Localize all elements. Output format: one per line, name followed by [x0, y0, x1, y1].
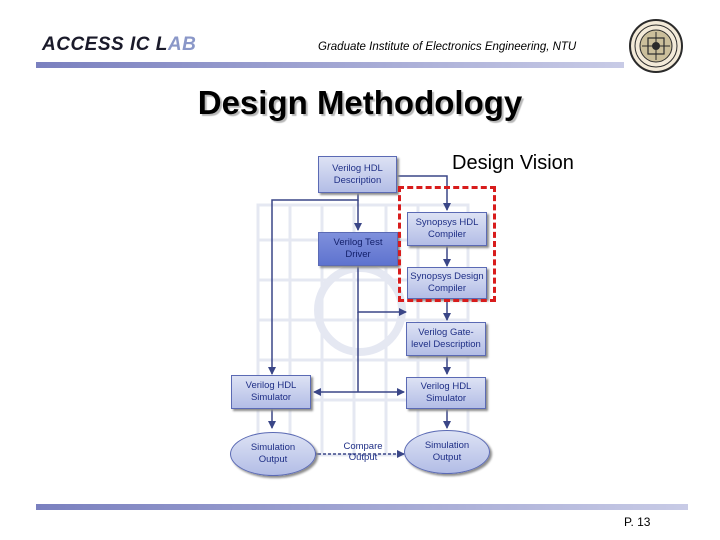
design-vision-highlight	[398, 186, 496, 302]
header-divider	[36, 62, 624, 68]
synopsys-hdl-compiler-box: Synopsys HDL Compiler	[407, 212, 487, 246]
institute-name: Graduate Institute of Electronics Engine…	[318, 41, 577, 53]
lab-name-tail: AB	[167, 34, 197, 55]
page-number: P. 13	[624, 515, 651, 529]
verilog-hdl-simulator-box-left: Verilog HDL Simulator	[231, 375, 311, 409]
footer-divider	[36, 504, 688, 510]
verilog-hdl-description-box: Verilog HDL Description	[318, 156, 397, 193]
lab-name: ACCESS IC LAB	[42, 34, 196, 56]
verilog-test-driver-box: Verilog Test Driver	[318, 232, 398, 266]
verilog-gate-level-description-box: Verilog Gate-level Description	[406, 322, 486, 356]
university-seal-icon	[629, 19, 683, 73]
simulation-output-oval-left: Simulation Output	[230, 432, 316, 476]
verilog-hdl-simulator-box-right: Verilog HDL Simulator	[406, 377, 486, 409]
simulation-output-oval-right: Simulation Output	[404, 430, 490, 474]
lab-name-main: ACCESS IC L	[42, 34, 168, 55]
design-vision-label: Design Vision	[452, 152, 574, 174]
slide-title: Design Methodology	[197, 84, 523, 121]
compare-output-label: Compare Output	[343, 441, 383, 463]
synopsys-design-compiler-box: Synopsys Design Compiler	[407, 267, 487, 299]
